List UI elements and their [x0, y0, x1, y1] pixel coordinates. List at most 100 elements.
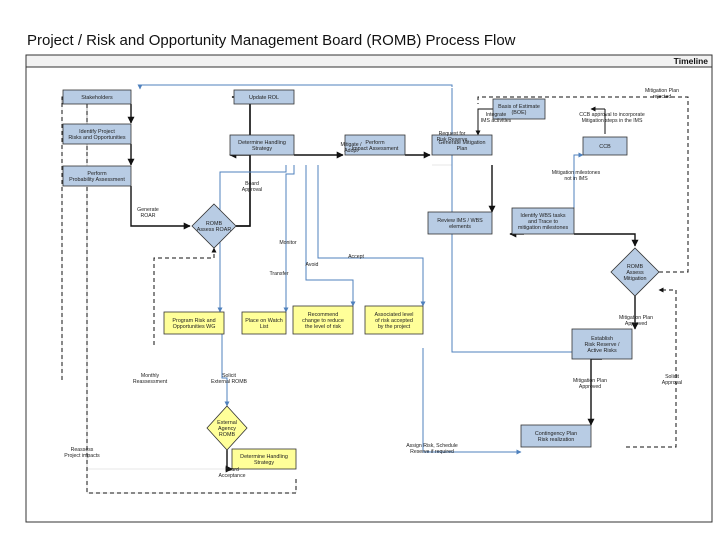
label-integrate-ims-line-2: IMS activities [481, 118, 512, 124]
node-handling-strategy-2-box [231, 448, 297, 470]
label-mitigation-milestones-line-2: not in IMS [564, 176, 588, 182]
edge-reassess-project [86, 150, 297, 494]
label-integrate-ims-line-1: Integrate [486, 112, 507, 118]
node-ccb: CCB [582, 136, 628, 156]
node-mitigation-plan-label-line-2: Plan [457, 146, 468, 152]
edge-monthly-reassessment [153, 247, 217, 345]
label-reassess-impacts-line-2: Project impacts [64, 453, 100, 459]
node-watch-list-label-line-1: Place on Watch [245, 318, 283, 324]
edge-identify-ccb [573, 152, 584, 208]
label-mitigation-rejected-line-1: Mitigation Plan [645, 88, 679, 94]
label-mitigation-approved-2-line-2: Approved [579, 384, 601, 390]
node-recommend-change-label-line-2: change to reduce [302, 318, 344, 324]
label-accept-line-1: Accept [348, 254, 364, 260]
label-mitigate-adopt-line-2: Adopt [344, 148, 358, 154]
label-mitigation-milestones-line-1: Mitigation milestones [552, 170, 601, 176]
node-identify-wbs-label-line-3: mitigation milestones [518, 225, 569, 231]
node-external-romb-label-line-1: External [217, 420, 237, 426]
edge-accept [317, 165, 426, 307]
page-title: Project / Risk and Opportunity Managemen… [27, 32, 516, 49]
label-mitigation-approved-2-line-1: Mitigation Plan [573, 378, 607, 384]
node-mitigation-plan-label-line-1: Generate Mitigation [438, 140, 485, 146]
label-solicit-external-line-1: Solicit [222, 373, 236, 379]
node-handling-strategy-label-line-1: Determine Handling [238, 140, 286, 146]
node-update-rol-box [233, 89, 295, 105]
label-board-acceptance-line-1: Board [225, 467, 239, 473]
node-romb-mitigation-label-line-2: Assess [626, 270, 644, 276]
label-accept: Accept [348, 254, 364, 260]
node-associated-level-label-line-1: Associated level [375, 312, 414, 318]
node-identify-risks-label-line-1: Identify Project [79, 129, 115, 135]
node-associated-level-label-line-2: of risk accepted [375, 318, 413, 324]
node-recommend-change-box [292, 305, 354, 335]
label-request-reserve-line-1: Request for [439, 131, 466, 137]
edge-feedback-to-stakeholders [137, 84, 453, 90]
node-associated-level-box [364, 305, 424, 335]
node-associated-level-label-line-3: by the project [378, 324, 411, 330]
node-impact-assessment-label-line-1: Perform [365, 140, 385, 146]
timeline-label: Timeline [674, 56, 709, 66]
node-ccb-label-line-1: CCB [599, 144, 611, 150]
node-stakeholders-box [62, 89, 132, 105]
label-mitigation-approved-1-line-2: Approved [625, 321, 647, 327]
node-probability-label-line-2: Probability Assessment [69, 177, 125, 183]
node-external-romb-label-line-2: Agency [218, 426, 236, 432]
edge-romb-up [236, 97, 251, 227]
edge-probability-romb [130, 186, 191, 230]
label-ccb-approval-line-1: CCB approval to incorporate [579, 112, 645, 118]
node-contingency-plan-label-line-1: Contingency Plan [535, 431, 577, 437]
node-identify-risks-label-line-2: Risks and Opportunities [68, 135, 126, 141]
label-avoid: Avoid [306, 262, 319, 268]
label-monthly-reassessment-line-1: Monthly [141, 373, 160, 379]
edge-solicit-external [221, 334, 230, 407]
label-board-acceptance-line-2: Acceptance [218, 473, 245, 479]
label-assign-risk-line-1: Assign Risk, Schedule [406, 443, 458, 449]
label-mitigate-adopt-line-1: Mitigate / [340, 142, 362, 148]
node-recommend-change-label-line-1: Recommend [308, 312, 339, 318]
node-handling-strategy-box [229, 134, 295, 156]
node-establish-reserve-label-line-3: Active Risks [587, 348, 617, 354]
node-contingency-plan-label-line-2: Risk realization [538, 437, 575, 443]
node-impact-assessment-box [344, 134, 406, 156]
label-solicit-approval-line-2: Approval [662, 380, 682, 386]
node-contingency-plan-box [520, 424, 592, 448]
node-handling-strategy-label-line-2: Strategy [252, 146, 272, 152]
label-solicit-external-line-2: External ROMB [211, 379, 248, 385]
node-identify-risks-box [62, 123, 132, 145]
node-external-romb-diamond [206, 405, 248, 451]
node-romb-mitigation-label-line-3: Mitigation [623, 276, 646, 282]
node-external-romb-label-line-3: ROMB [219, 432, 236, 438]
edge-avoid [305, 165, 356, 307]
label-monitor: Monitor [279, 240, 297, 246]
label-generate-roar-line-1: Generate [137, 207, 159, 213]
edge-identify-romb-mitigation [574, 233, 639, 247]
node-establish-reserve-label-line-1: Establish [591, 336, 613, 342]
label-mitigation-rejected-line-2: rejected [653, 94, 672, 100]
timeline-header [25, 54, 713, 68]
node-handling-strategy-2-label-line-1: Determine Handling [240, 454, 288, 460]
label-board-approval-line-2: Approval [242, 187, 262, 193]
edge-hidden-13 [234, 96, 251, 226]
node-recommend-change-label-line-3: the level of risk [305, 324, 341, 330]
